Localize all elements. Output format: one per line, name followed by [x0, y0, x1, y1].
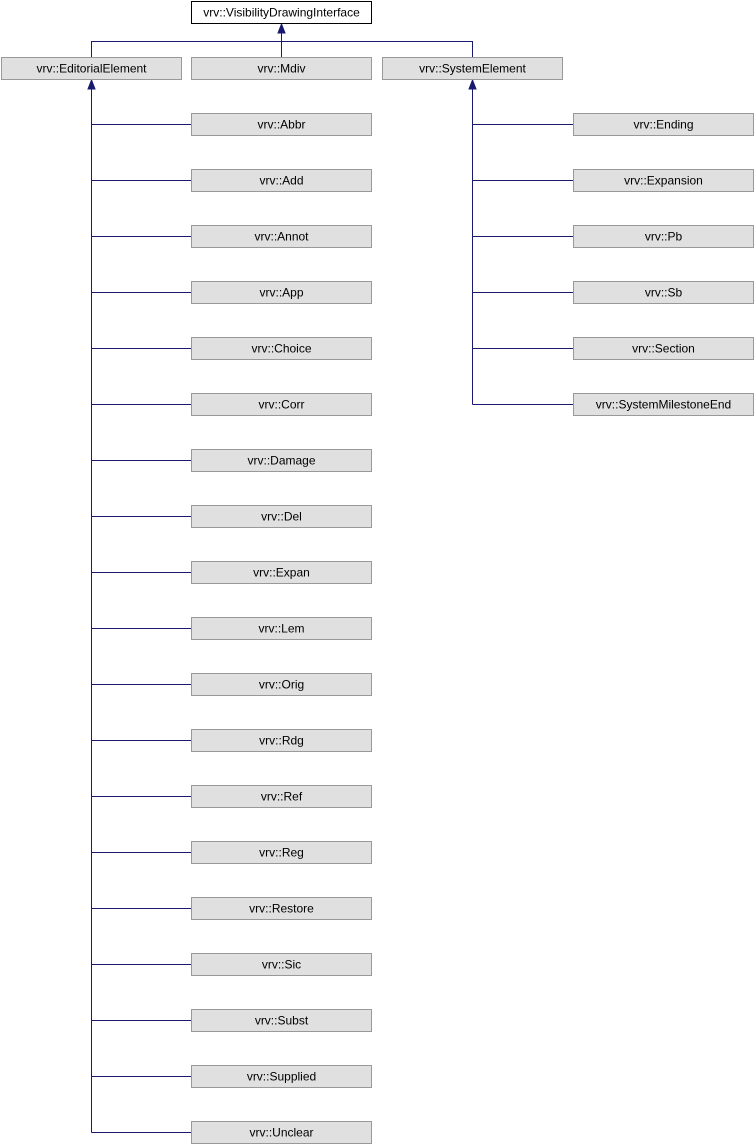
class-node-pb[interactable]: vrv::Pb [573, 225, 754, 248]
class-label: vrv::Choice [251, 342, 311, 356]
class-node-ending[interactable]: vrv::Ending [573, 113, 754, 136]
class-box [191, 1009, 372, 1032]
class-node-expansion[interactable]: vrv::Expansion [573, 169, 754, 192]
class-node-editorial-element[interactable]: vrv::EditorialElement [1, 57, 182, 80]
class-node-abbr[interactable]: vrv::Abbr [191, 113, 372, 136]
class-label: vrv::Ref [261, 790, 303, 804]
class-box [191, 785, 372, 808]
class-box [191, 337, 372, 360]
class-node-del[interactable]: vrv::Del [191, 505, 372, 528]
class-label: vrv::Unclear [249, 1126, 313, 1140]
class-box [191, 113, 372, 136]
class-box [191, 1, 372, 24]
class-box [191, 505, 372, 528]
class-label: vrv::Expansion [624, 174, 703, 188]
class-box [191, 673, 372, 696]
class-node-choice[interactable]: vrv::Choice [191, 337, 372, 360]
class-node-sic[interactable]: vrv::Sic [191, 953, 372, 976]
class-label: vrv::Mdiv [258, 62, 306, 76]
class-label: vrv::Pb [645, 230, 683, 244]
class-box [191, 953, 372, 976]
class-box [191, 281, 372, 304]
class-box [191, 169, 372, 192]
class-node-app[interactable]: vrv::App [191, 281, 372, 304]
class-label: vrv::Corr [259, 398, 305, 412]
class-label: vrv::EditorialElement [36, 62, 147, 76]
class-node-supplied[interactable]: vrv::Supplied [191, 1065, 372, 1088]
class-label: vrv::Supplied [247, 1070, 316, 1084]
class-node-restore[interactable]: vrv::Restore [191, 897, 372, 920]
class-box [191, 449, 372, 472]
class-label: vrv::Abbr [257, 118, 305, 132]
class-label: vrv::Sic [262, 958, 301, 972]
class-label: vrv::Rdg [259, 734, 304, 748]
class-node-sb[interactable]: vrv::Sb [573, 281, 754, 304]
class-label: vrv::Sb [645, 286, 683, 300]
class-node-add[interactable]: vrv::Add [191, 169, 372, 192]
class-box [191, 729, 372, 752]
class-label: vrv::VisibilityDrawingInterface [203, 6, 360, 20]
inheritance-arrow-system [468, 78, 477, 90]
class-node-corr[interactable]: vrv::Corr [191, 393, 372, 416]
class-label: vrv::Ending [633, 118, 693, 132]
inheritance-arrow-root [277, 22, 286, 34]
class-label: vrv::Expan [253, 566, 310, 580]
class-box [1, 57, 182, 80]
class-node-system-milestone-end[interactable]: vrv::SystemMilestoneEnd [573, 393, 754, 416]
class-label: vrv::Lem [258, 622, 304, 636]
class-label: vrv::Damage [247, 454, 315, 468]
class-node-system-element[interactable]: vrv::SystemElement [382, 57, 563, 80]
class-box [191, 617, 372, 640]
class-label: vrv::Restore [249, 902, 314, 916]
class-box [191, 57, 372, 80]
class-label: vrv::Annot [254, 230, 309, 244]
class-node-orig[interactable]: vrv::Orig [191, 673, 372, 696]
inheritance-arrow-editorial [87, 78, 96, 90]
class-node-section[interactable]: vrv::Section [573, 337, 754, 360]
class-node-visibility-drawing-interface[interactable]: vrv::VisibilityDrawingInterface [191, 1, 372, 24]
class-label: vrv::Orig [259, 678, 304, 692]
class-box [191, 1065, 372, 1088]
class-node-subst[interactable]: vrv::Subst [191, 1009, 372, 1032]
class-box [382, 57, 563, 80]
class-node-ref[interactable]: vrv::Ref [191, 785, 372, 808]
class-label: vrv::SystemMilestoneEnd [596, 398, 731, 412]
class-label: vrv::Subst [255, 1014, 309, 1028]
class-box [191, 561, 372, 584]
class-node-lem[interactable]: vrv::Lem [191, 617, 372, 640]
class-label: vrv::App [259, 286, 303, 300]
class-box [191, 225, 372, 248]
class-node-mdiv[interactable]: vrv::Mdiv [191, 57, 372, 80]
class-label: vrv::Section [632, 342, 695, 356]
class-node-rdg[interactable]: vrv::Rdg [191, 729, 372, 752]
class-node-expan[interactable]: vrv::Expan [191, 561, 372, 584]
class-box [191, 841, 372, 864]
class-label: vrv::Del [261, 510, 302, 524]
class-label: vrv::Reg [259, 846, 304, 860]
class-node-reg[interactable]: vrv::Reg [191, 841, 372, 864]
class-node-annot[interactable]: vrv::Annot [191, 225, 372, 248]
class-node-unclear[interactable]: vrv::Unclear [191, 1121, 372, 1144]
class-node-damage[interactable]: vrv::Damage [191, 449, 372, 472]
class-box [191, 393, 372, 416]
class-label: vrv::SystemElement [419, 62, 526, 76]
class-box [191, 897, 372, 920]
class-label: vrv::Add [259, 174, 303, 188]
